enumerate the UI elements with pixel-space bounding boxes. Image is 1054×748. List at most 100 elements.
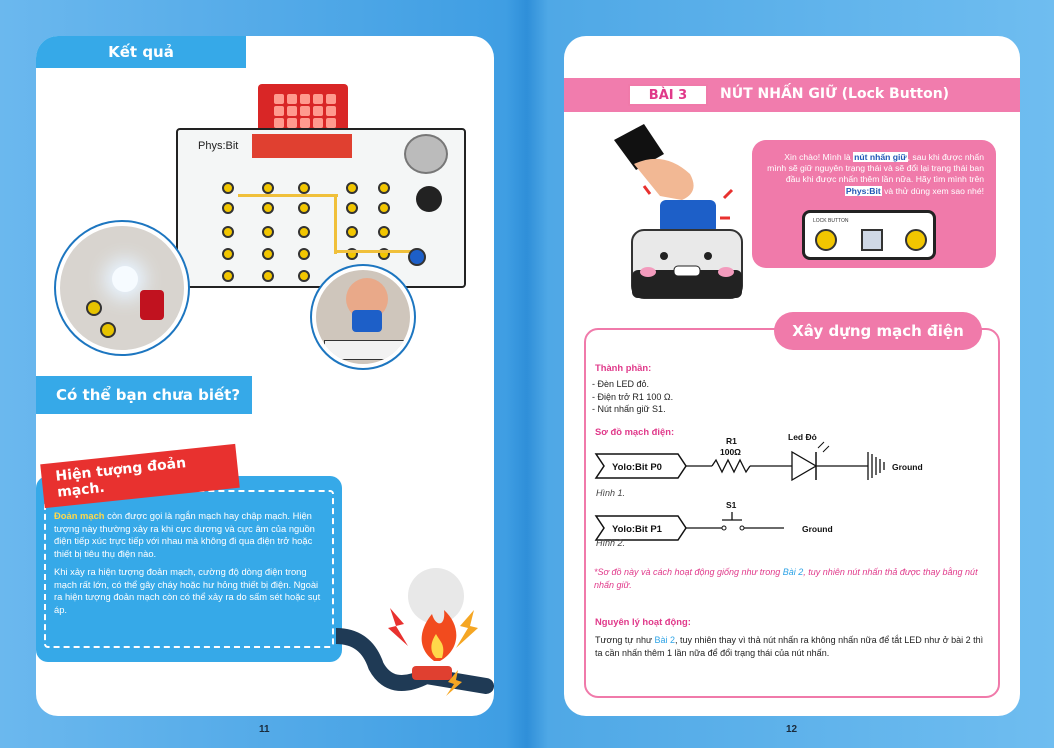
led-cell — [274, 94, 284, 104]
button-closeup-photo — [312, 266, 414, 368]
speech-highlight: Phys:Bit — [844, 185, 882, 196]
lesson-tag-box: BÀI 3 — [628, 84, 708, 106]
lightning-icon — [388, 608, 408, 646]
circuit-diagram: Yolo:Bit P0 R1 100Ω Led Đỏ Ground Yolo:B… — [594, 432, 923, 541]
lit-led-icon — [112, 266, 138, 292]
eye-icon — [704, 252, 712, 260]
speech-text: , sau khi được nhấn mình sẽ giữ nguyên t… — [767, 152, 984, 185]
switch-contact — [739, 525, 745, 531]
physbit-board: Phys:Bit — [176, 128, 466, 288]
led-cell — [300, 118, 310, 128]
note-text: , tuy nhiên nút nhấn thả được thay bằng … — [594, 567, 978, 590]
ground-label-2: Ground — [802, 524, 833, 534]
hand-icon — [634, 158, 694, 200]
speech-highlight: nút nhấn giữ — [853, 152, 908, 162]
terminal-icon — [298, 182, 310, 194]
build-circuit-banner: Xây dựng mạch điện — [774, 312, 982, 350]
led-cell — [313, 118, 323, 128]
principle-text: Tương tự như Bài 2, tuy nhiên thay vì th… — [595, 634, 991, 659]
buzzer-icon — [416, 186, 442, 212]
components-list: - Đèn LED đỏ. - Điện trở R1 100 Ω. - Nút… — [592, 378, 673, 416]
terminal-icon — [222, 226, 234, 238]
terminal-icon — [298, 248, 310, 260]
led-symbol — [791, 450, 818, 482]
blue-button-icon — [408, 248, 426, 266]
terminal-icon — [378, 226, 390, 238]
short-circuit-illustration — [336, 568, 494, 696]
lesson-2-link[interactable]: Bài 2 — [782, 567, 804, 577]
result-banner: Kết quả — [36, 36, 246, 68]
terminal-icon — [346, 202, 358, 214]
flame-core-icon — [431, 634, 444, 658]
led-cell — [326, 94, 336, 104]
terminal-icon — [815, 229, 837, 251]
button-cap-icon — [660, 200, 716, 234]
info-box: Đoản mạch còn được gọi là ngắn mạch hay … — [36, 476, 342, 662]
led-cell — [274, 106, 284, 116]
led-cell — [326, 106, 336, 116]
button-icon — [861, 229, 883, 251]
terminal-icon — [262, 270, 274, 282]
mascot-base — [632, 270, 742, 298]
led-cell — [326, 118, 336, 128]
led-cell — [274, 118, 284, 128]
switch-contact — [721, 525, 727, 531]
build-title: Xây dựng mạch điện — [792, 322, 964, 340]
components-heading: Thành phần: — [595, 362, 652, 373]
source-p0-tag — [594, 453, 687, 479]
led-cell — [287, 118, 297, 128]
result-title: Kết quả — [108, 43, 174, 61]
led-cell — [287, 94, 297, 104]
did-you-know-banner: Có thể bạn chưa biết? — [36, 376, 252, 414]
ground-symbol — [867, 452, 885, 480]
info-paragraph-2: Khi xảy ra hiện tượng đoản mạch, cường đ… — [54, 566, 321, 615]
terminal-icon — [86, 300, 102, 316]
terminal-icon — [378, 202, 390, 214]
led-cell — [313, 106, 323, 116]
module-board — [324, 340, 410, 360]
terminal-icon — [262, 202, 274, 214]
lesson-tag: BÀI 3 — [648, 87, 688, 103]
source-p0-label: Yolo:Bit P0 — [612, 462, 662, 473]
terminal-icon — [262, 226, 274, 238]
terminal-icon — [222, 270, 234, 282]
terminal-icon — [222, 248, 234, 260]
terminal-icon — [298, 202, 310, 214]
info-box-content: Đoản mạch còn được gọi là ngắn mạch hay … — [44, 490, 334, 648]
board-label: Phys:Bit — [198, 140, 239, 152]
terminal-icon — [222, 202, 234, 214]
spark-icon — [446, 670, 462, 696]
diagram-heading: Sơ đồ mạch điện: — [595, 426, 675, 437]
wire — [238, 194, 338, 197]
did-you-know-title: Có thể bạn chưa biết? — [56, 386, 241, 404]
component-item: - Nút nhấn giữ S1. — [592, 404, 666, 414]
terminal-icon — [346, 182, 358, 194]
resistor-label: R1 — [726, 436, 737, 446]
smoke-icon — [408, 568, 464, 624]
lesson-2-link[interactable]: Bài 2 — [654, 635, 676, 645]
terminal-icon — [262, 182, 274, 194]
motor-icon — [404, 134, 448, 174]
wire — [334, 250, 414, 253]
page-number-11: 11 — [259, 724, 270, 735]
led-closeup-photo — [56, 222, 188, 354]
diagram-note: *Sơ đồ này và cách hoạt động giống như t… — [594, 566, 994, 591]
blue-button-icon — [352, 310, 382, 332]
principle-heading: Nguyên lý hoạt động: — [595, 616, 691, 627]
motion-marks-icon — [642, 185, 734, 220]
board-connector — [252, 134, 352, 158]
lesson-header: BÀI 3 NÚT NHẤN GIỮ (Lock Button) — [564, 78, 1020, 112]
terminal-icon — [262, 248, 274, 260]
eye-icon — [660, 252, 668, 260]
speech-text: và thử dùng xem sao nhé! — [881, 185, 984, 196]
mascot-speech-bubble: Xin chào! Mình là nút nhấn giữ, sau khi … — [752, 140, 996, 268]
terminal-icon — [222, 182, 234, 194]
led-cell — [300, 94, 310, 104]
paragraph-text: còn được gọi là ngắn mạch hay chập mạch.… — [54, 510, 315, 559]
terminal-icon — [298, 270, 310, 282]
component-item: - Đèn LED đỏ. — [592, 379, 650, 389]
terminal-icon — [378, 182, 390, 194]
highlight-term: Đoản mạch — [54, 510, 105, 521]
ground-label-1: Ground — [892, 462, 923, 472]
module-label: LOCK BUTTON — [813, 218, 849, 224]
